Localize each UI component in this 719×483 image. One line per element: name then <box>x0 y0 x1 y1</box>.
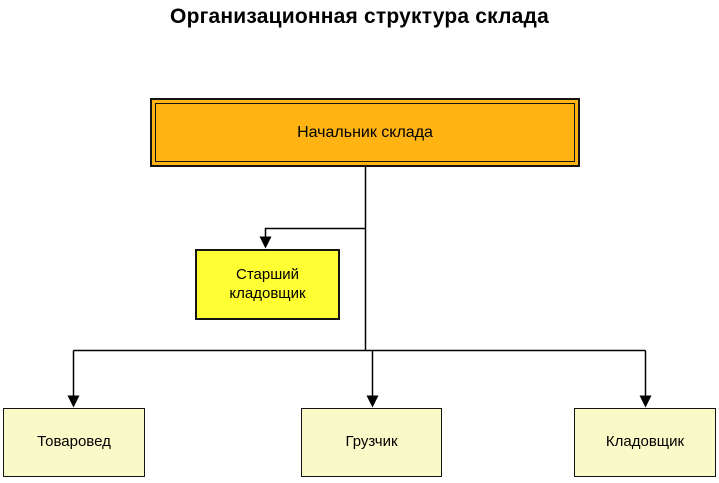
arrowhead-storekeeper <box>639 395 652 408</box>
org-node-loader: Грузчик <box>301 408 442 477</box>
org-node-merchandiser: Товаровед <box>3 408 145 477</box>
arrowhead-loader <box>366 395 379 408</box>
org-node-storekeeper-label: Кладовщик <box>605 433 685 451</box>
diagram-title: Организационная структура склада <box>170 5 549 28</box>
org-node-storekeeper: Кладовщик <box>574 408 716 477</box>
arrowhead-merchandiser <box>67 395 80 408</box>
org-node-manager-label: Начальник склада <box>297 123 433 141</box>
connector-root-to-senior <box>264 227 366 238</box>
org-node-senior-storekeeper: Старший кладовщик <box>195 249 340 320</box>
org-node-manager: Начальник склада <box>150 98 580 167</box>
org-node-loader-label: Грузчик <box>345 433 398 451</box>
org-node-senior-storekeeper-label: Старший кладовщик <box>229 265 306 302</box>
arrowhead-senior <box>259 236 272 249</box>
org-node-merchandiser-label: Товаровед <box>37 433 111 451</box>
